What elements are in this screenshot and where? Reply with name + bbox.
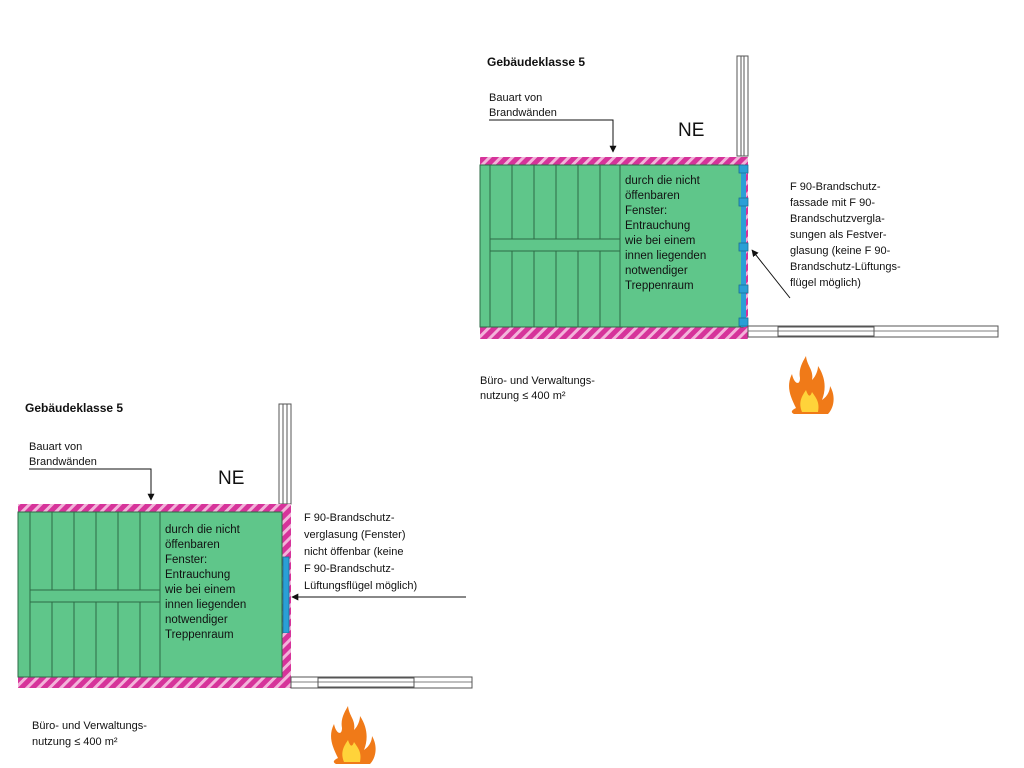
top-bauart-line1: Bauart von bbox=[489, 92, 542, 104]
svg-text:wie bei einem: wie bei einem bbox=[164, 584, 235, 596]
top-inner-text: durch die nicht öffenbaren Fenster: Entr… bbox=[624, 175, 706, 292]
top-facade-arrow bbox=[751, 249, 791, 299]
svg-text:flügel möglich): flügel möglich) bbox=[790, 277, 861, 289]
fire-icon bbox=[789, 356, 834, 414]
top-adjacent-wall bbox=[747, 325, 999, 338]
bottom-diagram: Gebäudeklasse 5 Bauart von Brandwänden N… bbox=[17, 401, 473, 764]
bottom-bauart-arrow bbox=[29, 468, 155, 501]
svg-text:Fenster:: Fenster: bbox=[625, 205, 667, 217]
bottom-adjacent-wall bbox=[290, 676, 473, 689]
bottom-upper-facade bbox=[278, 403, 292, 505]
svg-text:F 90-Brandschutz-: F 90-Brandschutz- bbox=[790, 181, 881, 193]
svg-text:Entrauchung: Entrauchung bbox=[165, 569, 230, 581]
bottom-glazing-window bbox=[282, 512, 291, 677]
svg-text:Treppenraum: Treppenraum bbox=[165, 629, 234, 641]
svg-text:öffenbaren: öffenbaren bbox=[165, 539, 220, 551]
svg-text:F 90-Brandschutz-: F 90-Brandschutz- bbox=[304, 563, 395, 575]
top-bauart-arrow bbox=[489, 119, 617, 153]
svg-text:durch die nicht: durch die nicht bbox=[625, 175, 701, 187]
bottom-ne-label: NE bbox=[218, 468, 244, 489]
bottom-inner-text: durch die nicht öffenbaren Fenster: Entr… bbox=[164, 524, 246, 641]
svg-text:F 90-Brandschutz-: F 90-Brandschutz- bbox=[304, 512, 395, 524]
top-usage-line2: nutzung ≤ 400 m² bbox=[480, 390, 566, 402]
bottom-stair-steps bbox=[29, 512, 161, 677]
top-glazing-facade bbox=[738, 164, 749, 327]
svg-text:sungen als Festver-: sungen als Festver- bbox=[790, 229, 887, 241]
bottom-title: Gebäudeklasse 5 bbox=[25, 401, 123, 415]
svg-text:verglasung (Fenster): verglasung (Fenster) bbox=[304, 529, 406, 541]
svg-text:glasung (keine F 90-: glasung (keine F 90- bbox=[790, 245, 891, 257]
svg-text:Treppenraum: Treppenraum bbox=[625, 280, 694, 292]
bottom-bauart-line2: Brandwänden bbox=[29, 456, 97, 468]
svg-text:wie bei einem: wie bei einem bbox=[624, 235, 695, 247]
svg-text:öffenbaren: öffenbaren bbox=[625, 190, 680, 202]
svg-text:fassade mit F 90-: fassade mit F 90- bbox=[790, 197, 875, 209]
top-facade-text: F 90-Brandschutz- fassade mit F 90- Bran… bbox=[790, 181, 901, 289]
svg-text:notwendiger: notwendiger bbox=[165, 614, 228, 626]
top-ne-label: NE bbox=[678, 120, 704, 141]
bottom-usage-line2: nutzung ≤ 400 m² bbox=[32, 736, 118, 748]
svg-text:innen liegenden: innen liegenden bbox=[165, 599, 246, 611]
svg-text:durch die nicht: durch die nicht bbox=[165, 524, 241, 536]
bottom-bauart-line1: Bauart von bbox=[29, 441, 82, 453]
top-diagram: Gebäudeklasse 5 Bauart von Brandwänden N… bbox=[479, 55, 999, 414]
svg-text:Brandschutzvergla-: Brandschutzvergla- bbox=[790, 213, 885, 225]
svg-text:notwendiger: notwendiger bbox=[625, 265, 688, 277]
svg-text:Brandschutz-Lüftungs-: Brandschutz-Lüftungs- bbox=[790, 261, 901, 273]
svg-text:Fenster:: Fenster: bbox=[165, 554, 207, 566]
top-upper-facade bbox=[736, 55, 749, 157]
svg-text:Entrauchung: Entrauchung bbox=[625, 220, 690, 232]
top-usage-line1: Büro- und Verwaltungs- bbox=[480, 375, 595, 387]
fire-icon bbox=[331, 706, 376, 764]
svg-text:nicht öffenbar (keine: nicht öffenbar (keine bbox=[304, 546, 403, 558]
top-stair-steps bbox=[489, 165, 621, 327]
bottom-facade-text: F 90-Brandschutz- verglasung (Fenster) n… bbox=[304, 512, 417, 592]
top-bauart-line2: Brandwänden bbox=[489, 107, 557, 119]
bottom-usage-line1: Büro- und Verwaltungs- bbox=[32, 720, 147, 732]
svg-text:innen liegenden: innen liegenden bbox=[625, 250, 706, 262]
top-title: Gebäudeklasse 5 bbox=[487, 55, 585, 69]
svg-text:Lüftungsflügel möglich): Lüftungsflügel möglich) bbox=[304, 580, 417, 592]
